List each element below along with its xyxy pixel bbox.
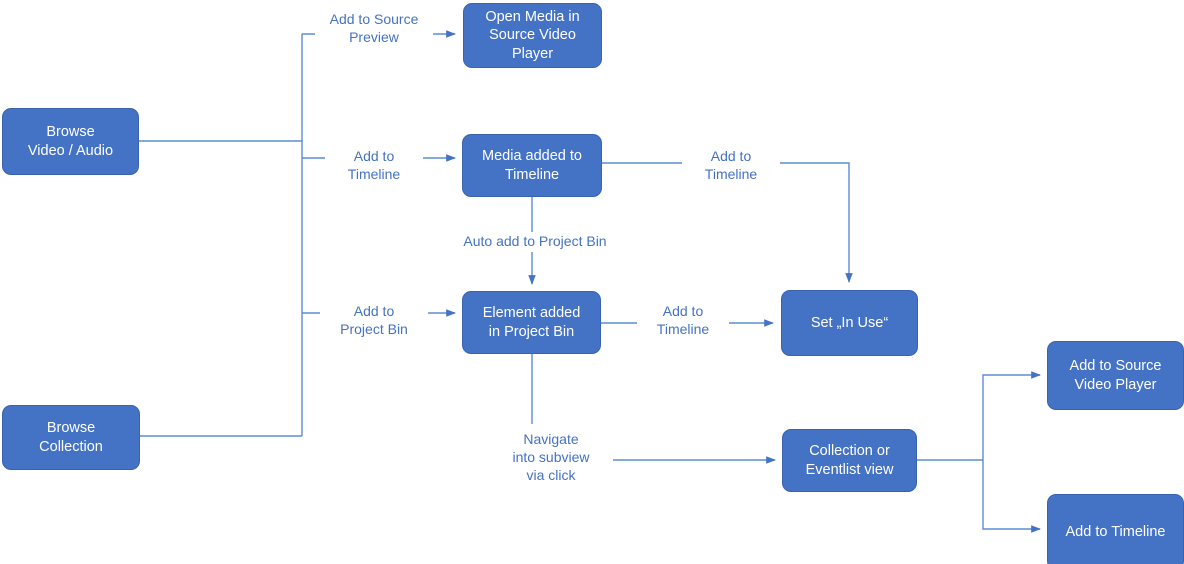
edge-branch-to-timeline [982,460,1041,533]
node-open-media-source-player[interactable]: Open Media in Source Video Player [463,3,602,68]
edge-media-elbow-to-in-use [768,162,853,283]
edge-label-navigate-into-subview: Navigate into subview via click [489,430,613,485]
edge-label-add-to-timeline-trunk: Add to Timeline [325,147,423,184]
node-browse-collection[interactable]: Browse Collection [2,405,140,470]
node-collection-or-eventlist-view[interactable]: Collection or Eventlist view [782,429,917,492]
edge-label-add-to-timeline-element: Add to Timeline [637,302,729,339]
node-media-added-to-timeline[interactable]: Media added to Timeline [462,134,602,197]
edge-branch-to-source-player [982,371,1041,460]
node-add-to-source-video-player[interactable]: Add to Source Video Player [1047,341,1184,410]
edge-label-add-to-source-preview: Add to Source Preview [315,10,433,47]
node-element-added-in-project-bin[interactable]: Element added in Project Bin [462,291,601,354]
node-set-in-use[interactable]: Set „In Use“ [781,290,918,356]
edge-label-add-to-project-bin: Add to Project Bin [320,302,428,339]
node-add-to-timeline-output[interactable]: Add to Timeline [1047,494,1184,564]
node-browse-video-audio[interactable]: Browse Video / Audio [2,108,139,175]
edge-label-add-to-timeline-media: Add to Timeline [682,147,780,184]
edge-label-auto-add-to-project-bin: Auto add to Project Bin [452,232,618,251]
